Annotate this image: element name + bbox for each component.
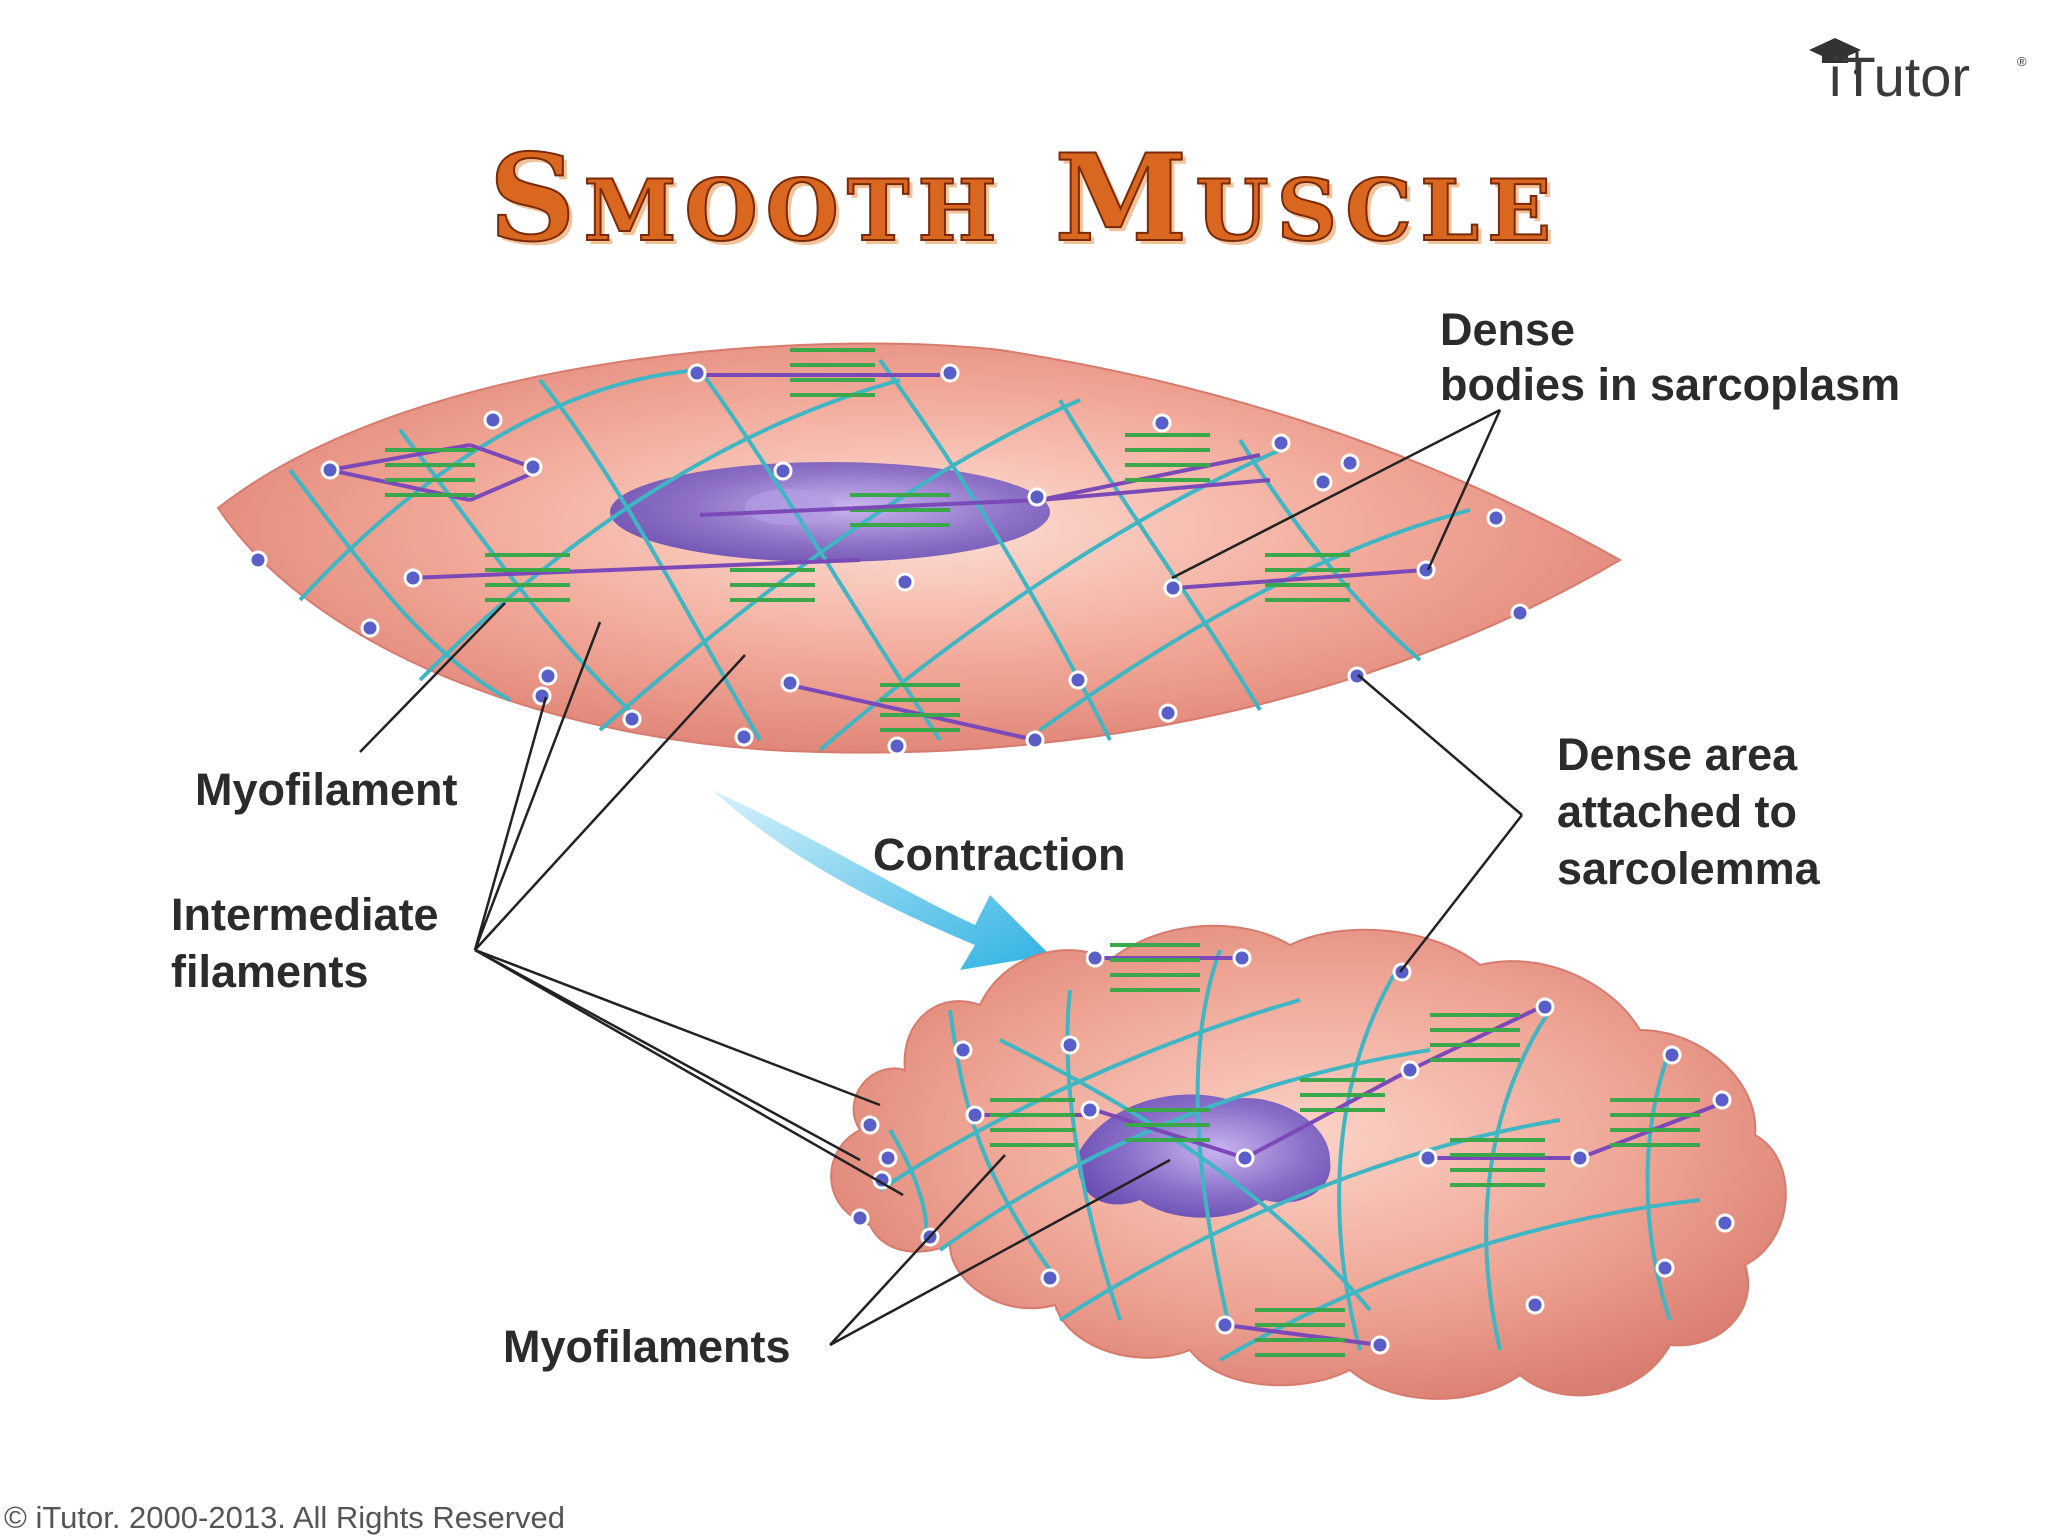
- dense-body: [1655, 1258, 1675, 1278]
- myofilament-bundle: [1085, 943, 1245, 992]
- contraction-arrow: [712, 790, 1050, 970]
- dense-body: [773, 461, 793, 481]
- leader-lines: [359, 408, 1523, 1347]
- dense-body: [780, 673, 800, 693]
- dense-body: [538, 666, 558, 686]
- dense-body: [1235, 1148, 1255, 1168]
- dense-body: [940, 363, 960, 383]
- myofilament-bundle: [789, 683, 1036, 742]
- relaxed-myofilament-bundles: [329, 348, 1426, 742]
- dense-body: [622, 709, 642, 729]
- label-dense-area-line2: attached to: [1557, 786, 1797, 837]
- relaxed-dense-bodies: [248, 363, 1530, 756]
- labels: Dense bodies in sarcoplasm Myofilament C…: [171, 304, 1900, 1372]
- myofilament-bundle: [1428, 1138, 1580, 1187]
- label-intermediate-line2: filaments: [171, 946, 369, 997]
- dense-body: [1152, 413, 1172, 433]
- svg-text:®: ®: [2017, 54, 2027, 69]
- dense-body: [1715, 1213, 1735, 1233]
- dense-body: [687, 363, 707, 383]
- dense-body: [887, 736, 907, 756]
- dense-body: [860, 1115, 880, 1135]
- dense-body: [1271, 433, 1291, 453]
- dense-body: [1027, 487, 1047, 507]
- dense-body: [248, 550, 268, 570]
- myofilament-bundle: [700, 348, 940, 397]
- dense-body: [523, 457, 543, 477]
- myofilament-bundle: [1094, 1108, 1246, 1160]
- dense-body: [1080, 1100, 1100, 1120]
- myofilament-bundle: [699, 493, 1041, 527]
- dense-body: [1347, 666, 1367, 686]
- dense-body: [320, 460, 340, 480]
- myofilament-bundle: [1579, 1098, 1731, 1160]
- copyright-footer: © iTutor. 2000-2013. All Rights Reserved: [4, 1500, 566, 1535]
- myofilament-bundle: [409, 553, 861, 602]
- dense-body: [1068, 670, 1088, 690]
- dense-body: [878, 1148, 898, 1168]
- dense-body: [850, 1208, 870, 1228]
- myofilament-bundle: [1174, 553, 1426, 602]
- dense-body: [1525, 1295, 1545, 1315]
- contracted-cell: [830, 924, 1787, 1400]
- dense-body: [1712, 1090, 1732, 1110]
- myofilament-bundle: [1224, 1308, 1381, 1357]
- label-dense-bodies-line1: Dense: [1440, 304, 1575, 355]
- itutor-logo: iTutor ®: [1795, 18, 2035, 108]
- myofilament-bundle: [1409, 1003, 1546, 1072]
- label-myofilament: Myofilament: [195, 764, 458, 815]
- label-contraction: Contraction: [873, 829, 1126, 880]
- label-dense-area-line1: Dense area: [1557, 729, 1798, 780]
- dense-body: [1662, 1045, 1682, 1065]
- dense-body: [1232, 948, 1252, 968]
- dense-body: [1163, 578, 1183, 598]
- dense-body: [953, 1040, 973, 1060]
- myofilament-bundle: [975, 1098, 1090, 1147]
- contracted-dense-bodies: [850, 948, 1735, 1355]
- graduation-cap-icon: iTutor ®: [1809, 38, 2027, 108]
- myofilament-bundle: [329, 443, 541, 502]
- dense-body: [1340, 453, 1360, 473]
- title-container: Smooth Muscle: [0, 127, 2048, 270]
- myofilament-bundle: [1244, 1068, 1411, 1160]
- dense-body: [895, 572, 915, 592]
- label-dense-bodies-line2: bodies in sarcoplasm: [1440, 359, 1900, 410]
- dense-body: [403, 568, 423, 588]
- logo-wordmark: iTutor: [1829, 45, 1970, 108]
- dense-body: [734, 727, 754, 747]
- page-title: Smooth Muscle: [488, 127, 1560, 270]
- dense-body: [532, 686, 552, 706]
- dense-body: [1313, 472, 1333, 492]
- dense-body: [1060, 1035, 1080, 1055]
- dense-body: [1486, 508, 1506, 528]
- contracted-myofilament-bundles: [975, 943, 1731, 1357]
- dense-body: [1510, 603, 1530, 623]
- myofilament-bundle: [1039, 433, 1271, 502]
- dense-body: [965, 1105, 985, 1125]
- dense-body: [1040, 1268, 1060, 1288]
- dense-body: [1418, 1148, 1438, 1168]
- label-dense-area-line3: sarcolemma: [1557, 843, 1821, 894]
- relaxed-cell: [216, 342, 1623, 756]
- label-myofilaments: Myofilaments: [503, 1321, 791, 1372]
- dense-body: [1025, 730, 1045, 750]
- dense-body: [1400, 1060, 1420, 1080]
- dense-body: [1570, 1148, 1590, 1168]
- dense-body: [483, 410, 503, 430]
- label-intermediate-line1: Intermediate: [171, 889, 439, 940]
- dense-body: [360, 618, 380, 638]
- dense-body: [1535, 997, 1555, 1017]
- dense-body: [1392, 962, 1412, 982]
- dense-body: [1370, 1335, 1390, 1355]
- dense-body: [1085, 948, 1105, 968]
- dense-body: [1158, 703, 1178, 723]
- dense-body: [1215, 1315, 1235, 1335]
